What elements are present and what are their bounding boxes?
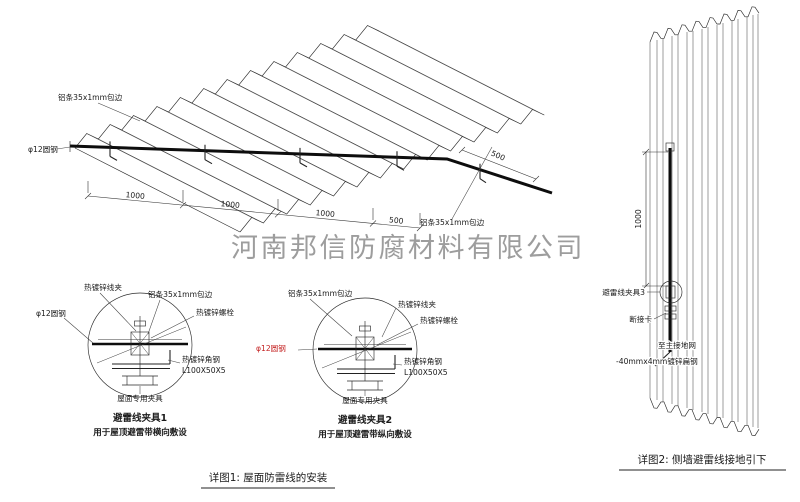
detail1-alu-leader [147, 299, 161, 335]
detail1-alu-label: 铝条35x1mm包边 [148, 289, 213, 299]
detail2-clamp-label: 热镀锌线夹 [398, 299, 436, 309]
roof-alu-edge-label-right: 铝条35x1mm包边 [420, 217, 485, 227]
detail1-roof-clamp-label: 屋面专用夹具 [117, 393, 163, 403]
wall-ground-arrowhead [655, 358, 663, 366]
detail2-circle [312, 297, 418, 403]
detail2-angle-size-label: L100X50X5 [404, 368, 448, 377]
corrugation-valley-lines [98, 30, 545, 224]
dim-1000-a: 1000 [125, 190, 145, 201]
wall-disconnect-label: 断接卡 [629, 314, 652, 324]
detail2-title: 避雷线夹具2 [338, 414, 392, 426]
wall-disconnect-leader [653, 312, 667, 320]
conductor-clamp-marks [109, 141, 487, 184]
detail-view-1: 热镀锌线夹 铝条35x1mm包边 热镀锌螺栓 φ12圆钢 热镀锌角钢 L100X… [36, 282, 234, 438]
dim-500-a: 500 [389, 215, 404, 225]
wall-top-edge-zigzag [649, 6, 760, 43]
caption-detail1: 详图1: 屋面防雷线的安装 [209, 471, 328, 484]
roof-alu-edge-label-top: 铝条35x1mm包边 [58, 92, 123, 102]
wall-flat-steel-label: -40mmx4mm镀锌扁钢 [616, 356, 698, 366]
detail2-subtitle: 用于屋顶避雷带纵向敷设 [317, 429, 412, 440]
detail2-rod-leader [297, 348, 318, 351]
wall-clamp3-label: 避雷线夹具3 [602, 287, 645, 297]
detail1-angle-leader [167, 359, 181, 364]
wall-disconnect-plate-a [664, 305, 677, 312]
detail1-roof-sheet-line [96, 326, 187, 364]
wall-view: 1000 避雷线夹具3 断接卡 至主接地网 -40mmx4mm镀锌扁钢 [601, 6, 760, 436]
roof-isometric-view: 1000 1000 1000 500 500 铝条35x1mm包边 铝条35x1… [28, 25, 553, 233]
detail2-angle-leader [392, 363, 403, 366]
detail1-rod-label: φ12圆钢 [36, 308, 66, 318]
caption-detail2: 详图2: 侧墙避雷线接地引下 [637, 453, 766, 466]
dim-500-b: 500 [490, 149, 507, 163]
detail2-roof-clamp-shape [347, 380, 383, 391]
captions: 详图1: 屋面防雷线的安装 详图2: 侧墙避雷线接地引下 [201, 453, 786, 489]
dim-1000-b: 1000 [220, 199, 240, 210]
detail2-bolt-label: 热镀锌螺栓 [420, 315, 458, 325]
wall-bottom-edge-zigzag [649, 397, 760, 436]
detail1-clamp-leader [99, 292, 137, 332]
roof-rod-label: φ12圆钢 [28, 144, 58, 154]
roof-rod-leader [56, 146, 71, 150]
corrugation-ridge-lines [86, 25, 533, 218]
wall-to-ground-label: 至主接地网 [658, 340, 696, 350]
detail2-nut [359, 325, 371, 332]
detail2-roof-clamp-label: 屋面专用夹具 [342, 395, 388, 405]
dim-1000-c: 1000 [315, 208, 335, 219]
detail1-roof-clamp-shape [122, 375, 158, 386]
wall-top-clamp [665, 142, 675, 152]
wall-dim-1000: 1000 [634, 209, 643, 228]
detail-view-2: 铝条35x1mm包边 热镀锌线夹 热镀锌螺栓 φ12圆钢 热镀锌角钢 L100X… [256, 288, 458, 440]
detail2-bolt-leader [376, 323, 419, 346]
detail1-bolt-label: 热镀锌螺栓 [196, 307, 234, 317]
lightning-conductor-line [69, 144, 553, 195]
detail2-angle-steel [337, 355, 396, 375]
detail1-clamp-label: 热镀锌线夹 [84, 282, 122, 292]
wall-disconnect-plate-b [664, 313, 677, 320]
wall-dim-line [642, 148, 650, 290]
company-watermark: 河南邦信防腐材料有限公司 [231, 233, 585, 264]
dimension-500-slope-line [458, 146, 540, 183]
roof-alu-edge-leader-top [97, 102, 141, 122]
detail1-rod-leader [63, 317, 94, 344]
dimension-ticks [84, 192, 424, 232]
detail1-bolt-leader [150, 315, 195, 339]
detail2-alu-label: 铝条35x1mm包边 [288, 288, 353, 298]
detail1-subtitle: 用于屋顶避雷带横向敷设 [92, 427, 187, 438]
detail2-clamp-leader [381, 307, 397, 338]
detail1-angle-steel [112, 350, 171, 370]
detail1-circle [87, 292, 193, 398]
detail2-alu-leader [309, 298, 353, 337]
detail2-rod-label-red: φ12圆钢 [256, 343, 286, 353]
detail1-angle-size-label: L100X50X5 [182, 366, 226, 375]
roof-alu-edge-leader-right [451, 146, 493, 220]
dimension-chain-line [87, 195, 421, 229]
detail2-angle-label: 热镀锌角钢 [404, 356, 442, 366]
wall-corrugation-lines [649, 14, 759, 428]
wall-clamp3-body [665, 285, 676, 299]
dimension-witness-lines [87, 181, 421, 225]
detail1-title: 避雷线夹具1 [113, 412, 167, 424]
detail1-angle-label: 热镀锌角钢 [182, 354, 220, 364]
detail1-nut [134, 320, 146, 327]
roof-left-edge [74, 147, 241, 233]
detail2-roof-sheet-line [321, 331, 412, 369]
